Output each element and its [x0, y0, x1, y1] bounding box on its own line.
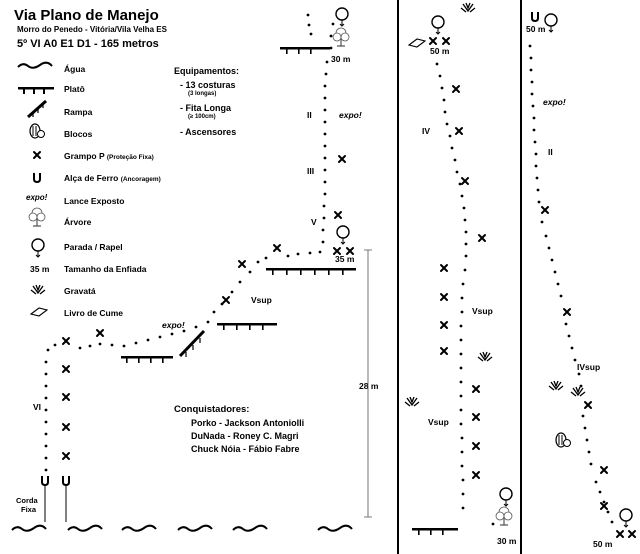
pitch-length-p4: 50 m [526, 24, 546, 34]
grade-label-vsup-2: Vsup [472, 306, 493, 316]
equipment-item: - 13 costuras [180, 80, 236, 90]
grade-label-vsup-3: Vsup [428, 417, 449, 427]
first-ascent-heading: Conquistadores: [174, 404, 250, 415]
equipment-heading: Equipamentos: [174, 66, 240, 76]
fixed-rope-label-1: Corda [16, 496, 38, 505]
ledge [217, 323, 277, 330]
equipment-item: - Ascensores [180, 127, 237, 137]
grade-label-v: V [311, 217, 317, 227]
legend-label-belay: Parada / Rapel [64, 242, 123, 252]
route-location: Morro do Penedo - Vitória/Vila Velha ES [17, 25, 167, 34]
summit-book-icon [29, 307, 49, 317]
route-column-2 [404, 2, 513, 535]
grade-label-ii-1: II [307, 110, 312, 120]
pitch-length-p2-bottom: 30 m [497, 536, 517, 546]
ledge [121, 356, 173, 363]
height-marker-label: 28 m [359, 381, 379, 391]
legend-label-ledge: Platô [64, 84, 85, 94]
grade-label-iv: IV [422, 126, 431, 136]
legend-symbol-pitch-length: 35 m [30, 264, 50, 274]
legend-label-boulder: Blocos [64, 129, 93, 139]
legend-symbol-expo: expo! [26, 193, 48, 202]
legend-label-exposed: Lance Exposto [64, 196, 125, 206]
expo-label-1: expo! [162, 320, 185, 330]
legend-label-iron-loop: Alça de Ferro (Ancoragem) [64, 173, 161, 183]
pitch-length-p2: 30 m [331, 54, 351, 64]
grade-label-ivsup: IVsup [577, 362, 601, 372]
ledge [280, 47, 330, 54]
tree-icon [28, 207, 46, 227]
grade-label-vsup-1: Vsup [251, 295, 272, 305]
belay-rappel-icon [31, 238, 45, 258]
grade-label-ii-2: II [548, 147, 553, 157]
legend-label-tree: Árvore [64, 217, 92, 227]
route-title: Via Plano de Manejo [14, 7, 159, 24]
water-icon [17, 61, 53, 69]
first-ascent-name: Porko - Jackson Antoniolli [191, 418, 305, 428]
grade-label-iii: III [307, 166, 315, 176]
grade-label-vi: VI [33, 402, 42, 412]
legend-label-water: Água [64, 64, 86, 74]
ledge [266, 268, 356, 275]
pitch-length-p3: 50 m [430, 46, 450, 56]
water-base [11, 524, 353, 532]
route-grade: 5º VI A0 E1 D1 - 165 metros [17, 38, 159, 50]
route-dots-vi [44, 343, 57, 472]
ramp [178, 329, 206, 358]
ledge [412, 528, 458, 535]
ramp-icon [27, 99, 47, 119]
pitch-length-p1: 35 m [335, 254, 355, 264]
height-marker [364, 249, 372, 518]
route-column-1 [41, 7, 372, 522]
first-ascent-name: Chuck Nóia - Fábio Fabre [191, 444, 300, 454]
legend-label-bromeliad: Gravatá [64, 286, 96, 296]
iron-loop-icon [33, 172, 41, 183]
fixed-rope-label-2: Fixa [21, 505, 37, 514]
legend-note-bolt: (Proteção Fixa) [106, 154, 154, 161]
legend-label-summit-book: Livro de Cume [64, 308, 124, 318]
legend-label-bolt: Grampo P (Proteção Fixa) [64, 151, 154, 161]
first-ascent-name: DuNada - Roney C. Magri [191, 431, 299, 441]
route-column-3 [528, 11, 636, 538]
equipment-note: (3 longas) [188, 91, 217, 97]
pitch-length-p3-bottom: 50 m [593, 539, 613, 549]
legend-label-pitch-length: Tamanho da Enfiada [64, 264, 147, 274]
legend-label-ramp: Rampa [64, 107, 93, 117]
equipment-note: (≥ 100cm) [188, 114, 216, 120]
expo-label-2: expo! [339, 110, 362, 120]
legend-note-iron-loop: (Ancoragem) [120, 176, 161, 183]
bolt-icon [33, 151, 41, 159]
bromeliad-icon [30, 284, 46, 295]
ledge-icon [18, 87, 54, 94]
expo-label-3: expo! [543, 97, 566, 107]
equipment-item: - Fita Longa [180, 103, 231, 113]
boulder-icon [29, 123, 46, 139]
